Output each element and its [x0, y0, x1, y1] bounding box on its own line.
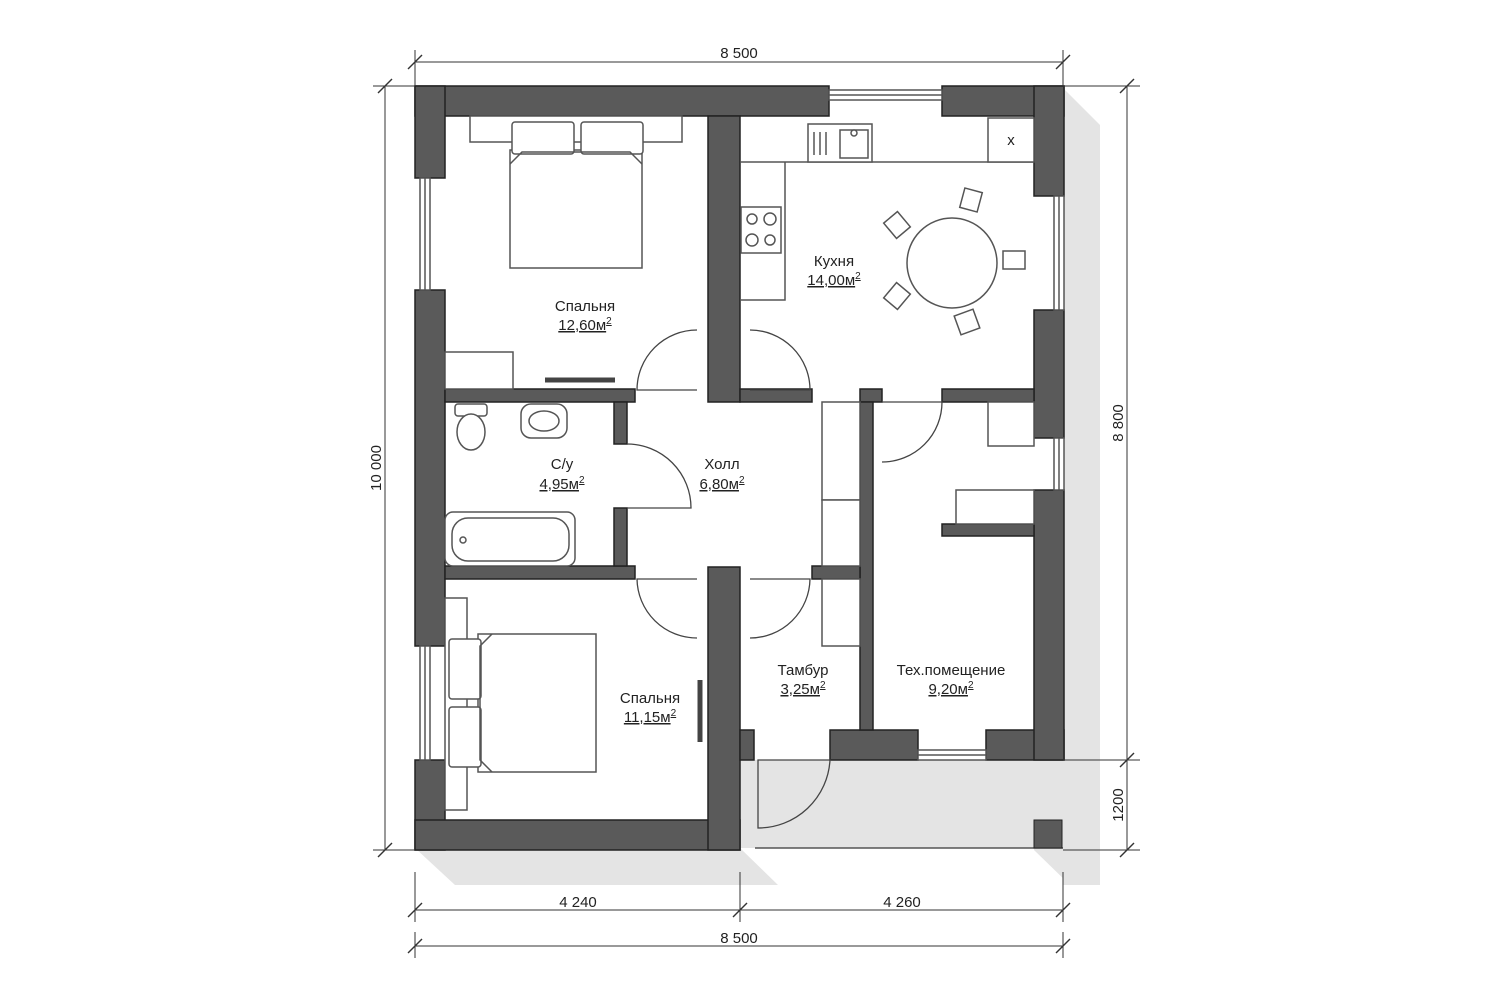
- svg-text:6,80м2: 6,80м2: [699, 475, 745, 493]
- dim-porch-depth: 1200: [1110, 788, 1127, 821]
- porch: [755, 819, 1063, 849]
- dim-left-part: 4 240: [559, 894, 597, 911]
- dim-right-height: 8 800: [1110, 404, 1127, 442]
- desk-top: [444, 351, 514, 390]
- room-bedroom-2: Спальня 11,15м2: [620, 690, 680, 726]
- area-sup: 2: [820, 680, 826, 691]
- svg-text:4,95м2: 4,95м2: [539, 475, 585, 493]
- room-label: Спальня: [555, 298, 615, 315]
- room-area: 6,80м: [699, 476, 739, 493]
- room-area: 3,25м: [780, 681, 820, 698]
- area-sup: 2: [739, 475, 745, 486]
- bed-bottom: [444, 597, 597, 811]
- room-area: 12,60м: [558, 317, 606, 334]
- dim-top-width: 8 500: [720, 45, 758, 62]
- bed-top: [469, 115, 683, 269]
- area-sup: 2: [671, 708, 677, 719]
- room-area: 9,20м: [928, 681, 968, 698]
- room-area: 14,00м: [807, 272, 855, 289]
- area-sup: 2: [855, 271, 861, 282]
- area-sup: 2: [579, 475, 585, 486]
- utility-furniture: [955, 401, 1035, 525]
- room-kitchen: Кухня 14,00м2: [807, 253, 861, 289]
- room-label: Кухня: [814, 253, 854, 270]
- room-utility: Тех.помещение 9,20м2: [897, 662, 1006, 698]
- room-label: Тех.помещение: [897, 662, 1006, 679]
- dining-table: [882, 187, 1026, 336]
- svg-text:12,60м2: 12,60м2: [558, 316, 612, 334]
- area-sup: 2: [606, 316, 612, 327]
- room-label: Спальня: [620, 690, 680, 707]
- room-area: 4,95м: [539, 476, 579, 493]
- room-bathroom: С/у 4,95м2: [539, 456, 585, 493]
- windows: [419, 89, 1065, 761]
- svg-text:14,00м2: 14,00м2: [807, 271, 861, 289]
- room-label: Холл: [704, 456, 739, 473]
- room-vestibule: Тамбур 3,25м2: [778, 662, 829, 698]
- room-label: С/у: [551, 456, 574, 473]
- dim-bottom-width: 8 500: [720, 930, 758, 947]
- svg-text:9,20м2: 9,20м2: [928, 680, 974, 698]
- area-sup: 2: [968, 680, 974, 691]
- dimension-lines: [373, 50, 1140, 958]
- room-label: Тамбур: [778, 662, 829, 679]
- dim-right-part: 4 260: [883, 894, 921, 911]
- plan-shadow: [415, 88, 1100, 885]
- toilet: [454, 403, 488, 451]
- kitchen-counter: x: [740, 117, 1035, 301]
- washbasin: [520, 403, 568, 439]
- bathtub: [444, 511, 576, 567]
- svg-text:3,25м2: 3,25м2: [780, 680, 826, 698]
- room-hall: Холл 6,80м2: [699, 456, 745, 493]
- dim-left-height: 10 000: [368, 445, 385, 491]
- doors: [626, 329, 943, 829]
- walls: [414, 85, 1065, 851]
- stove-mark: x: [1007, 132, 1015, 149]
- room-area: 11,15м: [624, 709, 671, 726]
- wardrobe: [821, 401, 861, 647]
- room-bedroom-1: Спальня 12,60м2: [555, 298, 615, 334]
- svg-text:11,15м2: 11,15м2: [624, 708, 677, 726]
